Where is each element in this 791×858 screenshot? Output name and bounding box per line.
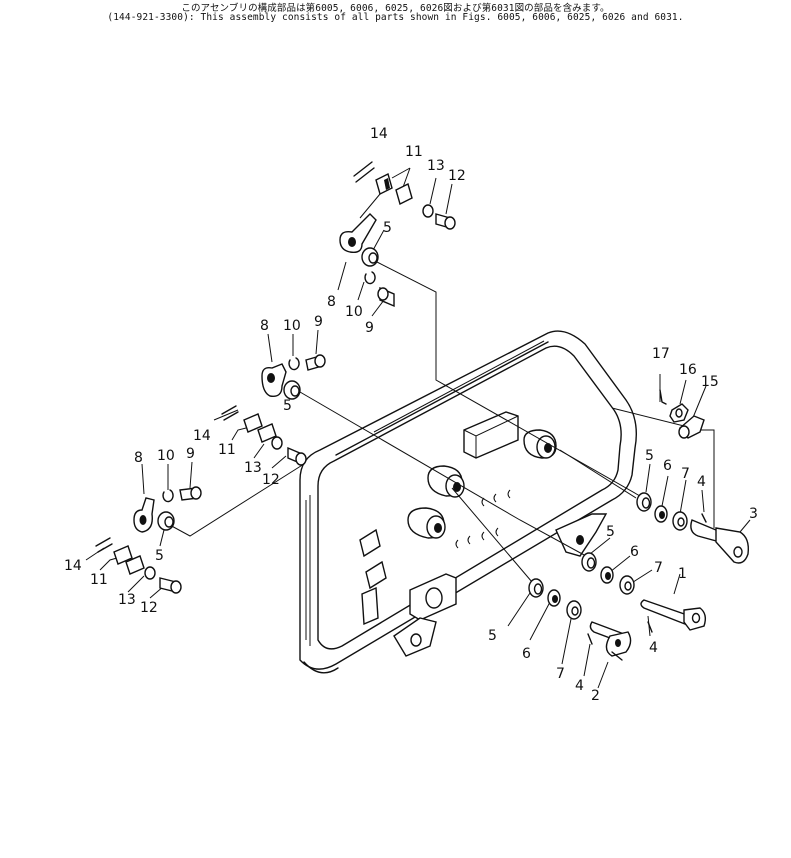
callout-16: 16 [679, 362, 697, 378]
housing-boss-lower [407, 507, 446, 539]
housing-plate-lower [409, 573, 457, 621]
callout-6-c: 6 [522, 646, 531, 662]
bushing-5-top [361, 247, 379, 267]
callout-11-c: 11 [90, 572, 108, 588]
callout-8-c: 8 [134, 450, 143, 466]
callout-10-b: 10 [283, 318, 301, 334]
bolt-12-lower [159, 577, 182, 594]
callout-labels: 1 2 3 4 4 4 5 5 5 5 5 5 6 6 6 7 7 7 8 8 … [64, 126, 758, 704]
housing-body [299, 330, 638, 674]
callout-12-c: 12 [140, 600, 158, 616]
callout-11-a: 11 [405, 144, 423, 160]
bolt-9-top [377, 286, 395, 308]
assembly-lines [85, 167, 751, 689]
lever-shaft-2 [589, 621, 632, 661]
bushing-5-right-3 [528, 578, 544, 598]
seal-6-right-2 [600, 566, 614, 584]
callout-7-c: 7 [556, 666, 565, 682]
assembly-note-english: (144-921-3300): This assembly consists o… [107, 12, 684, 23]
callout-7-a: 7 [681, 466, 690, 482]
lever-8-lower [133, 497, 155, 533]
seal-6-right-1 [654, 505, 668, 523]
callout-4-c: 4 [575, 678, 584, 694]
lever-shaft-3 [690, 519, 750, 564]
callout-13-a: 13 [427, 158, 445, 174]
housing-boss-middle [427, 465, 465, 498]
housing-holes [455, 489, 511, 549]
bolt-9-middle [305, 354, 326, 371]
callout-5-d: 5 [645, 448, 654, 464]
lever-shaft-1 [640, 599, 707, 631]
callout-11-b: 11 [218, 442, 236, 458]
callout-2: 2 [591, 688, 600, 704]
bolt-9-lower [179, 486, 202, 501]
callout-5-c: 5 [155, 548, 164, 564]
lockwasher-10-middle [288, 357, 300, 371]
callout-5-a: 5 [383, 220, 392, 236]
callout-4-b: 4 [649, 640, 658, 656]
bolt-12-middle [287, 446, 307, 466]
pin-17 [659, 389, 667, 405]
assembly-note-japanese: このアセンブリの構成部品は第6005, 6006, 6025, 6026図および… [181, 3, 610, 14]
joint-11-lower [113, 545, 145, 575]
housing-slots [359, 528, 387, 626]
callout-15: 15 [701, 374, 719, 390]
callout-14-a: 14 [370, 126, 388, 142]
callout-17: 17 [652, 346, 670, 362]
bushing-5-lower [157, 511, 175, 531]
callout-5-e: 5 [606, 524, 615, 540]
pin-4-right [701, 513, 707, 523]
lever-8-middle [261, 363, 287, 397]
housing-bracket-bottom [393, 617, 437, 657]
pin-4-shaft2 [587, 633, 593, 645]
callout-13-c: 13 [118, 592, 136, 608]
callout-13-b: 13 [244, 460, 262, 476]
washer-13-middle [271, 436, 283, 450]
lockwasher-10-top [364, 271, 376, 285]
callout-14-b: 14 [193, 428, 211, 444]
joint-11-top [375, 172, 413, 206]
callout-5-f: 5 [488, 628, 497, 644]
callout-12-a: 12 [448, 168, 466, 184]
lockwasher-10-lower [162, 489, 174, 503]
callout-6-b: 6 [630, 544, 639, 560]
washer-7-right-2 [619, 575, 635, 595]
bolt-12-top [435, 213, 456, 230]
housing-bracket-lower-right [555, 513, 608, 557]
bushing-5-middle [283, 380, 301, 400]
callout-14-c: 14 [64, 558, 82, 574]
bushing-5-right-1 [636, 492, 652, 512]
callout-9-b: 9 [314, 314, 323, 330]
joint-15 [678, 415, 705, 439]
callout-10-c: 10 [157, 448, 175, 464]
washer-13-lower [144, 566, 156, 580]
nut-16 [669, 403, 689, 423]
joint-11-middle [243, 413, 277, 443]
housing-boss-upper-right [523, 429, 557, 459]
washer-13-top [422, 204, 434, 218]
spring-pin-14-top [353, 161, 375, 183]
callout-9-c: 9 [186, 446, 195, 462]
housing-bracket-top [463, 411, 519, 459]
callout-12-b: 12 [262, 472, 280, 488]
callout-8-b: 8 [260, 318, 269, 334]
callout-5-b: 5 [283, 398, 292, 414]
callout-10-a: 10 [345, 304, 363, 320]
bushing-5-right-2 [581, 552, 597, 572]
callout-7-b: 7 [654, 560, 663, 576]
washer-7-right-1 [672, 511, 688, 531]
callout-6-a: 6 [663, 458, 672, 474]
callout-9-a: 9 [365, 320, 374, 336]
callout-8-a: 8 [327, 294, 336, 310]
seal-6-right-3 [547, 589, 561, 607]
spring-pin-14-middle [221, 405, 239, 421]
pin-4-shaft1 [647, 621, 653, 633]
washer-7-right-3 [566, 600, 582, 620]
lever-8-top [339, 213, 377, 254]
callout-3: 3 [749, 506, 758, 522]
callout-1: 1 [678, 566, 687, 582]
spring-pin-14-lower [95, 537, 113, 553]
callout-4-a: 4 [697, 474, 706, 490]
